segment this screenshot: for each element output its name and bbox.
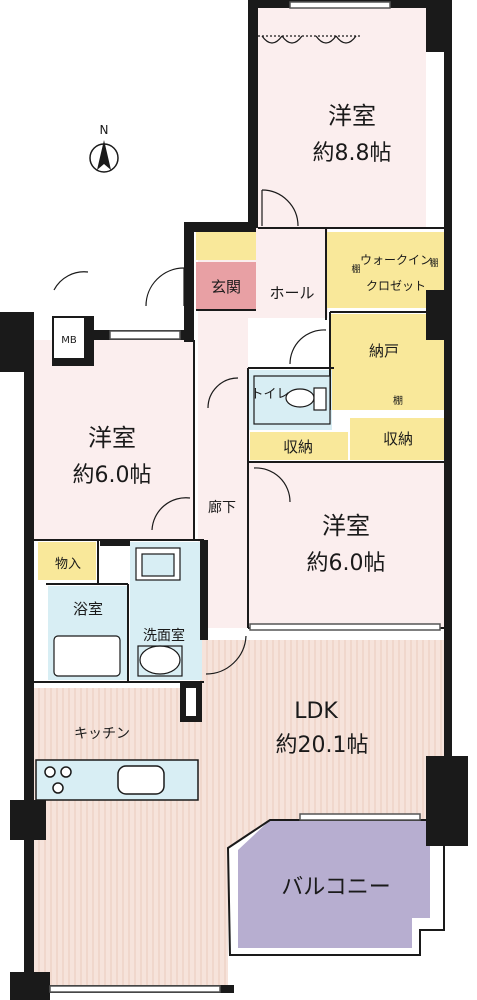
wet-area-wall [100, 540, 130, 546]
bathroom-label: 浴室 [73, 600, 103, 618]
washroom-label: 洗面室 [143, 627, 185, 644]
compass: N [89, 123, 119, 173]
shelf-label-1: 棚 [351, 263, 360, 275]
compass-arrow-icon [97, 140, 111, 170]
closet-small-area [38, 542, 96, 580]
kitchen-label: キッチン [74, 726, 130, 742]
storage-2-label: 収納 [383, 430, 413, 448]
balcony-outline [226, 819, 445, 956]
storage-above-entrance [196, 232, 256, 260]
room-bedroom-north [258, 8, 426, 228]
shelf-label-2: 棚 [429, 257, 438, 269]
bedroom-north-size: 約8.8帖 [313, 141, 392, 166]
hall-label: ホール [269, 284, 314, 302]
room-walk-in-closet [326, 232, 444, 308]
column-ldk-inner [186, 688, 196, 716]
storage-1-label: 収納 [283, 438, 313, 456]
balcony-label: バルコニー [281, 875, 391, 900]
storage-1-area [250, 432, 348, 460]
storage-2-area [350, 418, 444, 460]
bedroom-west-size: 約6.0帖 [73, 463, 152, 488]
bedroom-center-size: 約6.0帖 [307, 551, 386, 576]
windows [49, 1, 441, 993]
room-bedroom-west [34, 340, 194, 540]
entrance-label: 玄関 [211, 278, 241, 296]
room-storeroom [330, 314, 444, 410]
storeroom-label: 納戸 [369, 342, 399, 360]
toilet-fixture [253, 375, 331, 425]
meter-box-label: MB [61, 335, 77, 346]
shelf-label-3: 棚 [393, 394, 403, 407]
bath-fixtures [53, 547, 183, 677]
closet-doors [258, 35, 360, 44]
bedroom-west-name: 洋室 [88, 424, 136, 452]
room-entrance [196, 262, 256, 310]
room-balcony [238, 820, 430, 948]
meter-box [54, 318, 84, 358]
walk-in-closet-label-2: クロゼット [366, 279, 426, 293]
bedroom-north-name: 洋室 [328, 102, 376, 130]
room-bedroom-center [248, 462, 444, 628]
room-ldk [34, 640, 444, 985]
washroom-wall-block [200, 540, 208, 640]
corridor-label: 廊下 [208, 499, 236, 516]
closet-small-label: 物入 [55, 557, 81, 572]
compass-north-label: N [100, 123, 109, 137]
door-swings [53, 189, 327, 675]
walk-in-closet-label-1: ウォークイン [360, 253, 432, 267]
kitchen-counter [35, 759, 199, 801]
ldk-size: 約20.1帖 [276, 733, 369, 758]
ldk-name: LDK [294, 699, 338, 724]
toilet-label: トイレ [250, 387, 289, 402]
bedroom-center-name: 洋室 [322, 512, 370, 540]
